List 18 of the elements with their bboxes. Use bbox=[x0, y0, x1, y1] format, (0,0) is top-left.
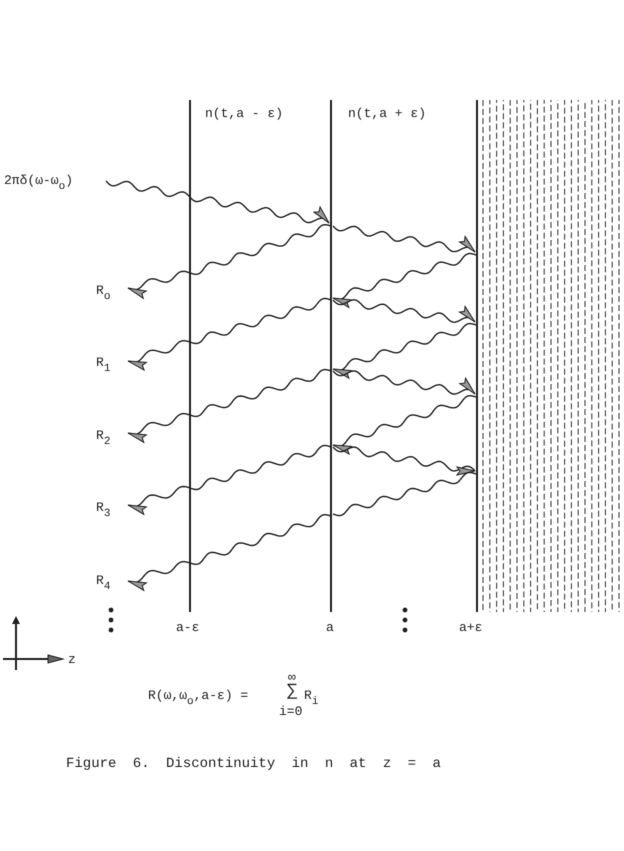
formula-text: ∞ bbox=[288, 670, 296, 685]
position-label: a-ε bbox=[176, 620, 200, 636]
formula-text: i=0 bbox=[279, 704, 302, 720]
reflection-label: R$_{3}$ bbox=[96, 500, 110, 516]
formula-text: R(ω,ω$_{o}$,a-ε) = bbox=[148, 688, 248, 704]
sum-symbol: ∑ bbox=[287, 684, 298, 700]
position-label: a+ε bbox=[459, 620, 482, 636]
reflection-label: R$_{4}$ bbox=[96, 573, 110, 589]
axis-label: z bbox=[68, 652, 76, 668]
reflection-label: R$_{1}$ bbox=[96, 355, 110, 371]
position-label: a bbox=[326, 620, 334, 636]
region-label: n(t,a - ε) bbox=[205, 106, 284, 122]
figure-caption: Figure 6. Discontinuity in n at z = a bbox=[66, 756, 441, 772]
formula-text: R$_{i}$ bbox=[304, 688, 318, 704]
reflection-label: R$_{o}$ bbox=[96, 283, 110, 299]
reflection-label: R$_{2}$ bbox=[96, 428, 110, 444]
source-label: 2πδ(ω-ω$_{o}$) bbox=[4, 173, 74, 189]
region-label: n(t,a + ε) bbox=[348, 106, 426, 122]
